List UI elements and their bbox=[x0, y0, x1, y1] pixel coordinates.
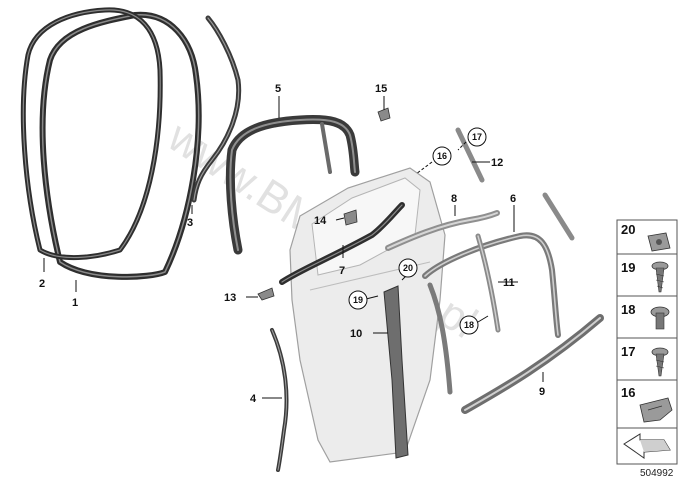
callout-10: 10 bbox=[350, 328, 362, 340]
callout-17: 17 bbox=[472, 132, 482, 142]
glass-run-channel[interactable] bbox=[475, 233, 501, 333]
callouts: 1 2 3 4 5 6 7 8 9 10 11 12 13 14 15 bbox=[39, 83, 545, 405]
callout-19: 19 bbox=[353, 295, 363, 305]
clip-nut-icon[interactable] bbox=[647, 232, 671, 252]
callout-5: 5 bbox=[275, 83, 281, 95]
callout-8: 8 bbox=[451, 193, 457, 205]
slim-trim-strip[interactable] bbox=[455, 127, 575, 241]
callout-14: 14 bbox=[314, 215, 327, 227]
door-seal-outer[interactable] bbox=[39, 11, 202, 280]
callout-12: 12 bbox=[491, 157, 503, 169]
lower-seal-strip[interactable] bbox=[270, 328, 289, 472]
outer-window-channel[interactable] bbox=[385, 210, 500, 251]
clip-15[interactable] bbox=[377, 107, 391, 122]
callout-16: 16 bbox=[437, 151, 447, 161]
callout-11: 11 bbox=[503, 277, 515, 289]
rear-door-body[interactable] bbox=[289, 167, 446, 463]
pillar-seal-strip[interactable] bbox=[191, 15, 242, 203]
self-tapping-screw-icon[interactable] bbox=[651, 347, 669, 377]
callout-4: 4 bbox=[250, 393, 257, 405]
lower-waist-strip[interactable] bbox=[461, 314, 604, 414]
callout-13: 13 bbox=[224, 292, 236, 304]
callout-1: 1 bbox=[72, 297, 78, 309]
side-item-18-label: 18 bbox=[621, 302, 635, 317]
window-frame-trim[interactable] bbox=[225, 115, 360, 255]
diagram-id: 504992 bbox=[640, 468, 674, 479]
belt-line-strip[interactable] bbox=[279, 202, 405, 285]
b-pillar-cover[interactable] bbox=[383, 285, 409, 459]
screw-icon[interactable] bbox=[651, 261, 669, 293]
side-item-16-label: 16 bbox=[621, 385, 635, 400]
flange-screw-icon[interactable] bbox=[650, 306, 670, 330]
door-seal-inner[interactable] bbox=[20, 7, 163, 260]
side-item-17-label: 17 bbox=[621, 344, 635, 359]
callout-3: 3 bbox=[187, 217, 193, 229]
hardware-side-panel: 20 19 18 17 16 bbox=[616, 219, 678, 465]
bracket-clip-icon[interactable] bbox=[639, 397, 673, 423]
callout-15: 15 bbox=[375, 83, 387, 95]
callout-6: 6 bbox=[510, 193, 516, 205]
callout-9: 9 bbox=[539, 386, 545, 398]
clip-13[interactable] bbox=[257, 287, 275, 301]
circled-callouts: 16 17 18 19 20 bbox=[348, 127, 487, 335]
callout-18: 18 bbox=[464, 320, 474, 330]
direction-arrow-icon bbox=[623, 433, 671, 459]
clip-14[interactable] bbox=[343, 209, 358, 226]
callout-7: 7 bbox=[339, 265, 345, 277]
callout-20: 20 bbox=[403, 263, 413, 273]
side-item-20-label: 20 bbox=[621, 222, 635, 237]
side-item-19-label: 19 bbox=[621, 260, 635, 275]
callout-2: 2 bbox=[39, 278, 45, 290]
window-guide-frame[interactable] bbox=[422, 232, 561, 395]
